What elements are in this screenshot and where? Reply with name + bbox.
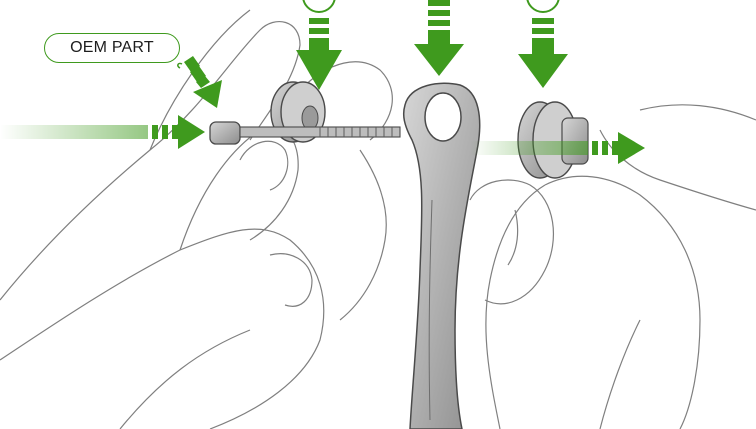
right-nut-spacer	[518, 102, 588, 178]
arrow-down-icon	[296, 0, 342, 90]
oem-part-callout: OEM PART	[44, 33, 180, 63]
connecting-rod	[404, 83, 480, 429]
arrow-down-icon	[414, 0, 464, 76]
callout-label: OEM PART	[70, 39, 154, 57]
arrow-down-icon	[518, 0, 568, 88]
arrow-right-icon	[0, 115, 205, 149]
